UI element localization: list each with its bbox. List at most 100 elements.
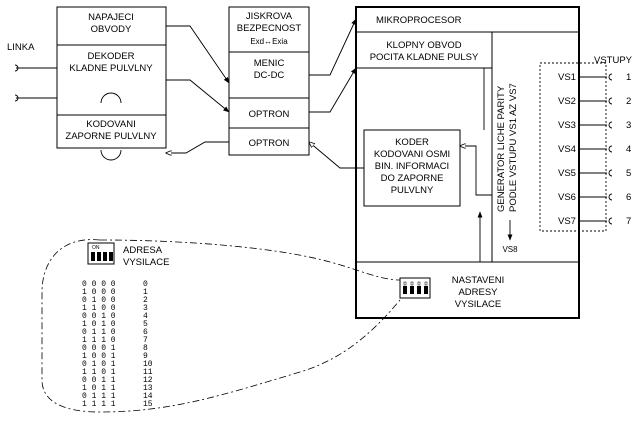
adresa-title-line-2: VYSILACE — [123, 257, 169, 268]
address-bits: 0 1 0 0 — [82, 296, 116, 305]
address-row: 1 0 1 1 13 — [82, 384, 153, 393]
generator-to-koder-wire — [460, 146, 492, 196]
koder-line-1: KODER — [395, 137, 429, 148]
dip-switch-icon — [399, 277, 431, 299]
napajeci-line-2: OBVODY — [91, 24, 132, 35]
generator-line-1: GENERATOR LICHE PARITY — [496, 85, 507, 212]
linka-label: LINKA — [7, 42, 35, 53]
vstup-terminal-icon — [608, 73, 613, 81]
address-value: 1 — [143, 288, 148, 297]
address-value: 10 — [143, 360, 153, 369]
left-block-frame — [56, 6, 167, 149]
address-value: 4 — [143, 312, 148, 321]
vstup-terminal-icon — [608, 97, 613, 105]
address-bits: 0 0 0 0 — [82, 280, 116, 289]
optron-to-kodovani-wire — [166, 141, 229, 153]
kodovani-line-2: ZAPORNE PULVLNY — [65, 131, 157, 142]
vstup-row: VS1 1 — [558, 72, 631, 83]
address-bits: 1 0 0 1 — [82, 352, 116, 361]
napajeci-to-menic-wire — [166, 25, 230, 84]
jiskrova-line-2: BEZPECNOST — [237, 23, 302, 34]
vstup-number: 3 — [626, 120, 631, 131]
dip-switch-icon: ON — [87, 242, 115, 265]
jiskrova-line-3: Exd↔Exia — [250, 37, 288, 46]
napajeci-line-1: NAPAJECI — [88, 12, 134, 23]
vstup-label: VS4 — [558, 144, 576, 155]
vstup-label: VS1 — [558, 72, 576, 83]
vstup-terminal-icon — [608, 145, 613, 153]
menic-to-mcu-wire — [309, 18, 357, 76]
mikroprocesor-frame — [355, 6, 580, 319]
koder-line-3: BIN. INFORMACI — [375, 161, 449, 172]
dekoder-line-2: KLADNE PULVLNY — [69, 63, 153, 74]
left-block: NAPAJECI OBVODY DEKODER KLADNE PULVLNY K… — [56, 6, 167, 161]
optron-to-klopny-wire — [309, 67, 357, 113]
address-bits: 1 0 1 0 — [82, 320, 116, 329]
address-value: 2 — [143, 296, 148, 305]
address-value: 12 — [143, 376, 153, 385]
address-row: 1 1 0 1 11 — [82, 368, 153, 377]
address-value: 0 — [143, 280, 148, 289]
vstup-row: VS6 6 — [558, 192, 631, 203]
menic-line-1: MENIC — [254, 58, 285, 69]
address-row: 1 1 1 0 7 — [82, 336, 148, 345]
vstup-number: 7 — [626, 216, 631, 227]
address-row: 0 1 1 1 14 — [82, 392, 153, 401]
address-bits: 1 1 0 1 — [82, 368, 116, 377]
klopny-line-1: KLOPNY OBVOD — [386, 40, 461, 51]
address-callout-outline — [41, 239, 401, 413]
address-value: 7 — [143, 336, 148, 345]
vstup-label: VS3 — [558, 120, 576, 131]
vstup-number: 6 — [626, 192, 631, 203]
address-row: 0 0 0 0 0 — [82, 280, 148, 289]
dip-switch-on-label: ON — [92, 245, 100, 251]
address-bits: 0 0 1 1 — [82, 376, 116, 385]
address-value: 3 — [143, 304, 148, 313]
address-bits: 1 0 1 1 — [82, 384, 116, 393]
vstup-number: 1 — [626, 72, 631, 83]
address-bits: 1 1 0 0 — [82, 304, 116, 313]
address-bits: 0 1 0 1 — [82, 360, 116, 369]
vstup-label: VS7 — [558, 216, 576, 227]
vstupy-title: VSTUPY — [594, 55, 633, 66]
address-value: 6 — [143, 328, 148, 337]
address-bits: 1 1 1 1 — [82, 400, 116, 409]
kodovani-line-1: KODOVANI — [86, 119, 135, 130]
vstup-row: VS3 3 — [558, 120, 631, 131]
vstup-number: 5 — [626, 168, 631, 179]
nastaveni-line-3: VYSILACE — [455, 299, 501, 310]
generator-line-2: PODLE VSTUPU VS1 AZ VS7 — [508, 83, 519, 212]
vstup-label: VS6 — [558, 192, 576, 203]
address-value: 13 — [143, 384, 153, 393]
mikroprocesor-block: MIKROPROCESOR KLOPNY OBVOD POCITA KLADNE… — [355, 6, 580, 319]
optron-bottom-label: OPTRON — [249, 138, 290, 149]
address-bits: 0 1 1 1 — [82, 392, 116, 401]
adresa-title-line-1: ADRESA — [123, 245, 163, 256]
address-value: 11 — [143, 368, 153, 377]
koder-line-2: KODOVANI OSMI — [374, 149, 450, 160]
koder-line-5: PULVLNY — [391, 185, 434, 196]
address-value: 14 — [143, 392, 153, 401]
address-row: 1 0 0 0 1 — [82, 288, 148, 297]
vs8-label: VS8 — [502, 245, 518, 254]
address-row: 1 1 0 0 3 — [82, 304, 148, 313]
vstup-terminal-icon — [608, 193, 613, 201]
vstup-label: VS5 — [558, 168, 576, 179]
address-bits: 1 1 1 0 — [82, 336, 116, 345]
address-value: 8 — [143, 344, 148, 353]
mikroprocesor-title: MIKROPROCESOR — [376, 15, 462, 26]
vstup-terminal-icon — [608, 217, 613, 225]
address-bits: 1 0 0 0 — [82, 288, 116, 297]
vstup-row: VS5 5 — [558, 168, 631, 179]
address-bits: 0 0 0 1 — [82, 344, 116, 353]
vstup-number: 2 — [626, 96, 631, 107]
